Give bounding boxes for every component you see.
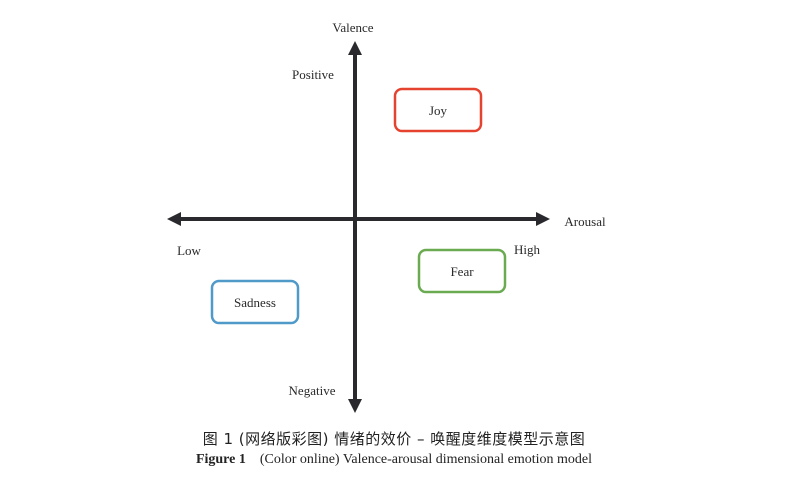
valence-title: Valence xyxy=(332,20,374,35)
caption-text: (Color online) Valence-arousal dimension… xyxy=(259,452,593,467)
fear-label: Fear xyxy=(450,264,474,279)
valence-axis xyxy=(348,41,362,413)
arousal-title: Arousal xyxy=(564,214,606,229)
sadness-label: Sadness xyxy=(234,295,276,310)
caption-chinese: 图 1 (网络版彩图) 情绪的效价 – 唤醒度维度模型示意图 xyxy=(202,430,586,448)
joy-box xyxy=(393,87,483,133)
figure-number: Figure 1 xyxy=(195,452,246,467)
arrowhead-down xyxy=(348,399,362,413)
sadness-box xyxy=(210,279,300,325)
fear-box xyxy=(417,248,507,294)
caption-english: Figure 1 (Color online) Valence-arousal d… xyxy=(0,452,788,468)
arrowhead-up xyxy=(348,41,362,55)
arrowhead-right xyxy=(536,212,550,226)
high-label: High xyxy=(514,242,540,257)
positive-label: Positive xyxy=(292,67,334,82)
arousal-axis xyxy=(167,212,550,226)
joy-label: Joy xyxy=(428,103,448,118)
negative-label: Negative xyxy=(288,383,336,398)
low-label: Low xyxy=(177,243,201,258)
arrowhead-left xyxy=(167,212,181,226)
